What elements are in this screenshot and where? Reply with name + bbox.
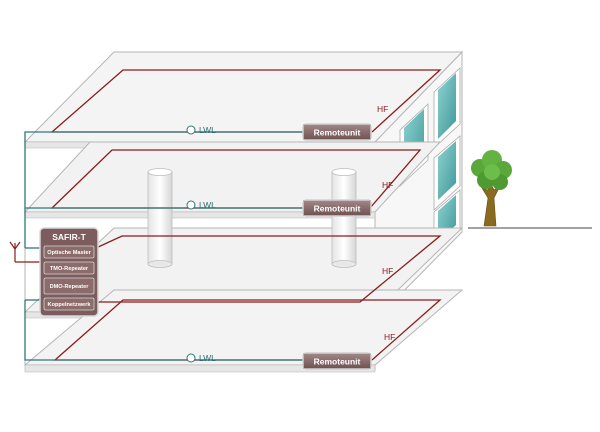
fiber-cable (24, 131, 305, 361)
remoteunit-label: Remoteunit (314, 204, 361, 214)
hf-label: HF (377, 104, 388, 114)
lwl-connector-icon (186, 200, 196, 210)
floor-slab-bottom (23, 289, 464, 373)
lwl-connector-icon (186, 125, 196, 135)
lwl-label: LWL (199, 125, 216, 135)
hf-label: HF (382, 180, 393, 190)
safir-t-cabinet: SAFIR-T Optische Master TMO-Repeater DMO… (39, 227, 99, 317)
window (433, 135, 461, 211)
remoteunit-box: Remoteunit (302, 123, 372, 141)
floor-slab-2 (23, 141, 442, 219)
hf-label: HF (384, 332, 395, 342)
remoteunit-box: Remoteunit (302, 352, 372, 370)
lwl-label: LWL (199, 353, 216, 363)
remoteunit-label: Remoteunit (314, 357, 361, 367)
tree-icon (471, 150, 512, 227)
remoteunit-box: Remoteunit (302, 199, 372, 217)
hf-label: HF (382, 266, 393, 276)
safir-item-optische-master: Optische Master (47, 250, 91, 256)
lwl-connector-icon (186, 353, 196, 363)
safir-item-dmo-repeater: DMO-Repeater (50, 284, 90, 290)
window (433, 67, 461, 149)
safir-item-koppelnetzwerk: Koppelnetzwerk (48, 302, 92, 308)
lwl-label: LWL (199, 200, 216, 210)
safir-t-title: SAFIR-T (52, 232, 86, 242)
antenna-icon (9, 241, 40, 263)
safir-item-tmo-repeater: TMO-Repeater (50, 266, 89, 272)
remoteunit-label: Remoteunit (314, 128, 361, 138)
riser-pipe (147, 168, 173, 268)
riser-pipe (331, 168, 357, 268)
